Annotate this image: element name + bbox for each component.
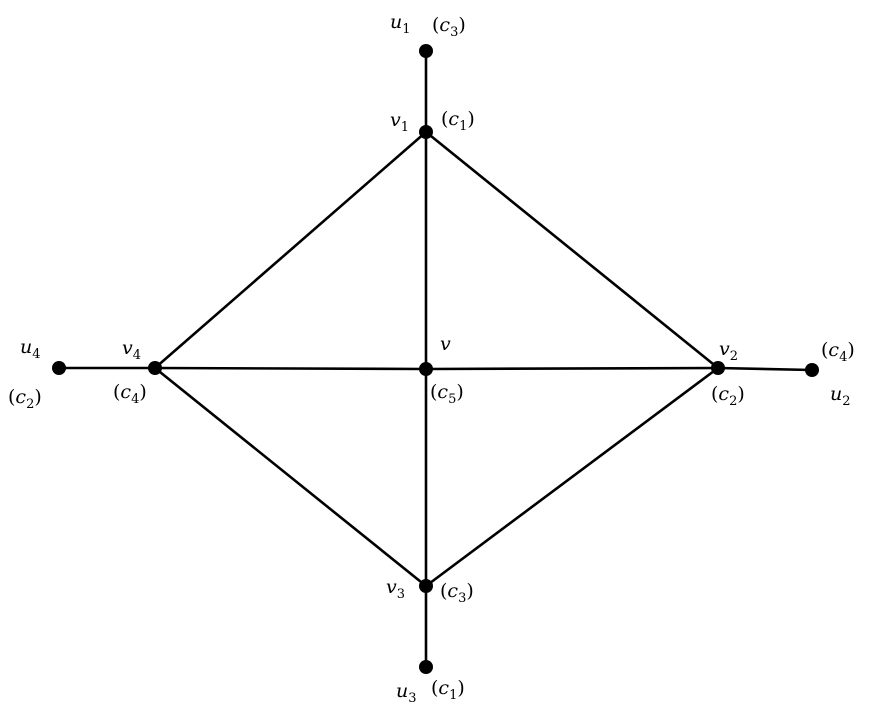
label-u1: u1 [390, 11, 411, 37]
edge-v1-v4 [153, 130, 428, 370]
node-u2 [805, 363, 819, 377]
node-v [419, 362, 433, 376]
label-v4: v4 [122, 337, 141, 363]
node-u3 [419, 660, 433, 674]
color-label-u2: (c4) [821, 339, 855, 365]
label-u3: u3 [396, 680, 417, 706]
edges [57, 49, 814, 669]
color-label-v4: (c4) [113, 381, 147, 407]
labels: u1 (c3) v1 (c1) v (c5) v2 (c2) u2 (c4) v3 (c3) u3 (c1… [8, 11, 855, 706]
label-v3: v3 [386, 576, 405, 602]
label-u4: u4 [20, 336, 41, 362]
color-label-u3: (c1) [431, 677, 465, 703]
label-v: v [440, 333, 451, 355]
nodes [52, 44, 819, 674]
node-u1 [419, 44, 433, 58]
node-v1 [419, 125, 433, 139]
node-v3 [419, 579, 433, 593]
edge-v4-v3 [153, 366, 428, 588]
label-u2: u2 [830, 383, 851, 409]
edge-v-v2 [424, 366, 720, 371]
edge-v1-v2 [424, 130, 720, 370]
label-v1: v1 [390, 109, 409, 135]
color-label-v2: (c2) [711, 383, 745, 409]
color-label-u1: (c3) [432, 14, 466, 40]
label-v2: v2 [719, 338, 738, 364]
node-v4 [148, 361, 162, 375]
edge-v2-v3 [424, 366, 720, 588]
color-label-v: (c5) [430, 381, 464, 407]
edge-v4-v [153, 366, 428, 371]
node-v2 [711, 361, 725, 375]
node-u4 [52, 361, 66, 375]
color-label-u4: (c2) [8, 386, 42, 412]
edge-v2-u2 [716, 366, 814, 372]
color-label-v1: (c1) [441, 108, 475, 134]
color-label-v3: (c3) [440, 580, 474, 606]
